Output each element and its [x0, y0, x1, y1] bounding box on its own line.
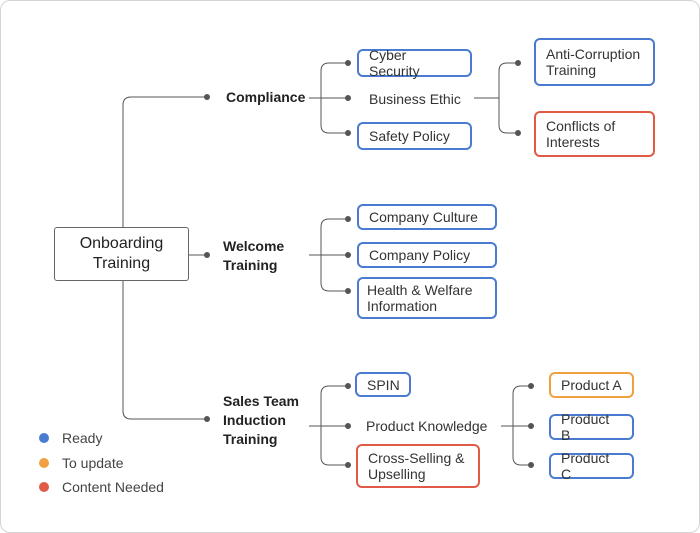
node-conflicts-of-interests[interactable]: Conflicts of Interests: [534, 111, 655, 157]
legend-dot-ready: [39, 433, 49, 443]
node-label: SPIN: [367, 376, 400, 393]
node-label: Cross-Selling & Upselling: [368, 450, 465, 482]
legend-dot-content-needed: [39, 482, 49, 492]
node-label: Safety Policy: [369, 128, 450, 144]
legend-item-ready: Ready: [39, 430, 102, 446]
node-company-culture[interactable]: Company Culture: [357, 204, 497, 230]
node-label: Product A: [561, 377, 622, 393]
node-label: Anti-Corruption Training: [546, 46, 641, 78]
node-label: Product B: [561, 411, 610, 443]
node-anti-corruption-training[interactable]: Anti-Corruption Training: [534, 38, 655, 86]
root-node[interactable]: Onboarding Training: [54, 227, 189, 281]
node-safety-policy[interactable]: Safety Policy: [357, 122, 472, 150]
node-spin[interactable]: SPIN: [355, 372, 411, 397]
root-label: Onboarding Training: [79, 235, 164, 272]
legend-label: To update: [62, 455, 124, 471]
legend-item-content-needed: Content Needed: [39, 479, 164, 495]
node-product-b[interactable]: Product B: [549, 411, 634, 443]
node-label: Company Culture: [369, 209, 478, 225]
node-cross-selling-upselling[interactable]: Cross-Selling & Upselling: [356, 444, 480, 488]
node-product-knowledge[interactable]: Product Knowledge: [366, 418, 488, 434]
legend-dot-to-update: [39, 458, 49, 468]
category-sales-team-induction-training[interactable]: Sales Team Induction Training: [223, 393, 300, 447]
node-product-c[interactable]: Product C: [549, 450, 634, 482]
node-label: Product C: [561, 450, 610, 482]
node-label: Conflicts of Interests: [546, 118, 616, 150]
legend-label: Content Needed: [62, 479, 164, 495]
node-business-ethic[interactable]: Business Ethic: [369, 91, 461, 107]
node-health-welfare-information[interactable]: Health & Welfare Information: [357, 277, 497, 319]
legend-item-to-update: To update: [39, 455, 124, 471]
node-product-a[interactable]: Product A: [549, 372, 634, 398]
category-compliance[interactable]: Compliance: [226, 89, 306, 105]
node-label: Health & Welfare Information: [367, 282, 473, 314]
category-welcome-training[interactable]: Welcome Training: [223, 238, 285, 273]
node-label: Company Policy: [369, 247, 471, 263]
legend-label: Ready: [62, 430, 103, 446]
node-company-policy[interactable]: Company Policy: [357, 242, 497, 268]
node-cyber-security[interactable]: Cyber Security: [357, 47, 472, 79]
node-label: Cyber Security: [369, 47, 420, 79]
